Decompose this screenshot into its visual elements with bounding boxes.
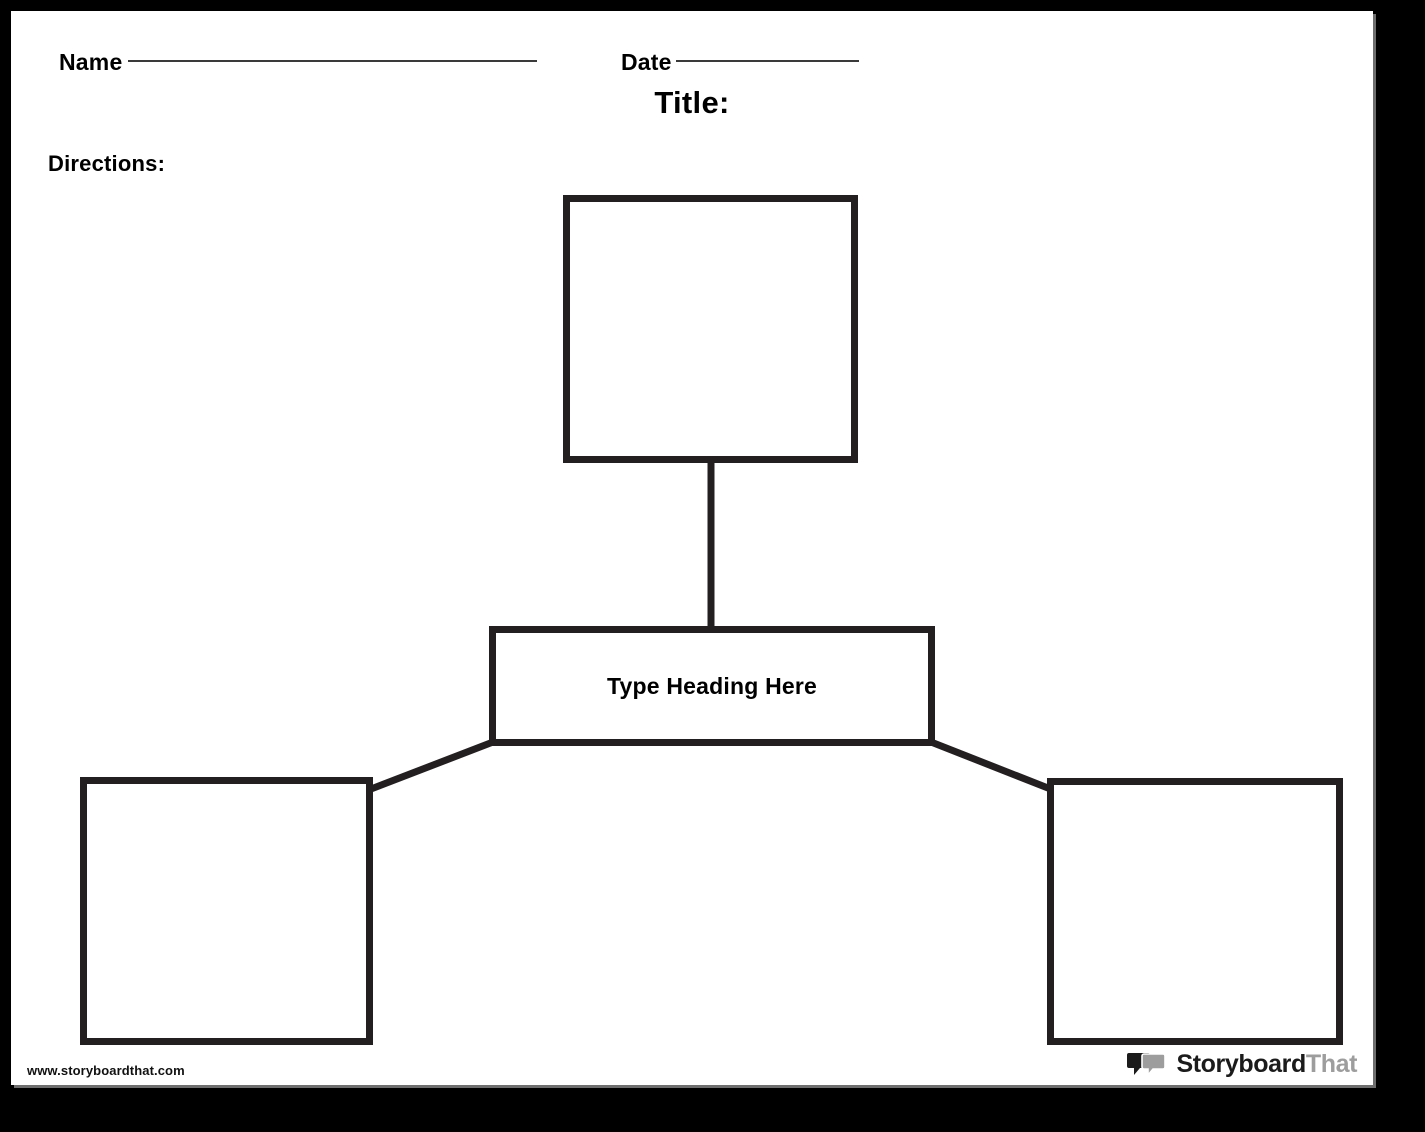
diagram-box-top[interactable] (563, 195, 858, 463)
date-field-label: Date (621, 49, 672, 75)
storyboardthat-logo[interactable]: StoryboardThat (1127, 1046, 1357, 1082)
name-field-label: Name (59, 49, 123, 75)
diagram-box-bottom-right[interactable] (1047, 778, 1343, 1045)
connector-heading-to-right (929, 738, 1055, 794)
date-input-rule[interactable] (676, 60, 859, 62)
diagram-box-heading[interactable]: Type Heading Here (489, 626, 935, 746)
diagram-box-bottom-left[interactable] (80, 777, 373, 1045)
name-input-rule[interactable] (128, 60, 537, 62)
heading-box-text: Type Heading Here (606, 672, 818, 699)
speech-bubbles-icon (1127, 1052, 1167, 1077)
page-title: Title: (654, 85, 730, 120)
footer-url[interactable]: www.storyboardthat.com (27, 1063, 185, 1078)
connector-heading-to-left (369, 738, 495, 793)
directions-label: Directions: (48, 151, 166, 176)
worksheet-page: Name Date Title: Directions: Type Headin… (11, 11, 1373, 1085)
logo-text-primary: Storyboard (1176, 1049, 1306, 1078)
logo-wordmark: StoryboardThat (1176, 1050, 1357, 1079)
logo-text-secondary: That (1305, 1049, 1358, 1078)
hierarchy-diagram: Type Heading Here (11, 11, 1373, 1085)
